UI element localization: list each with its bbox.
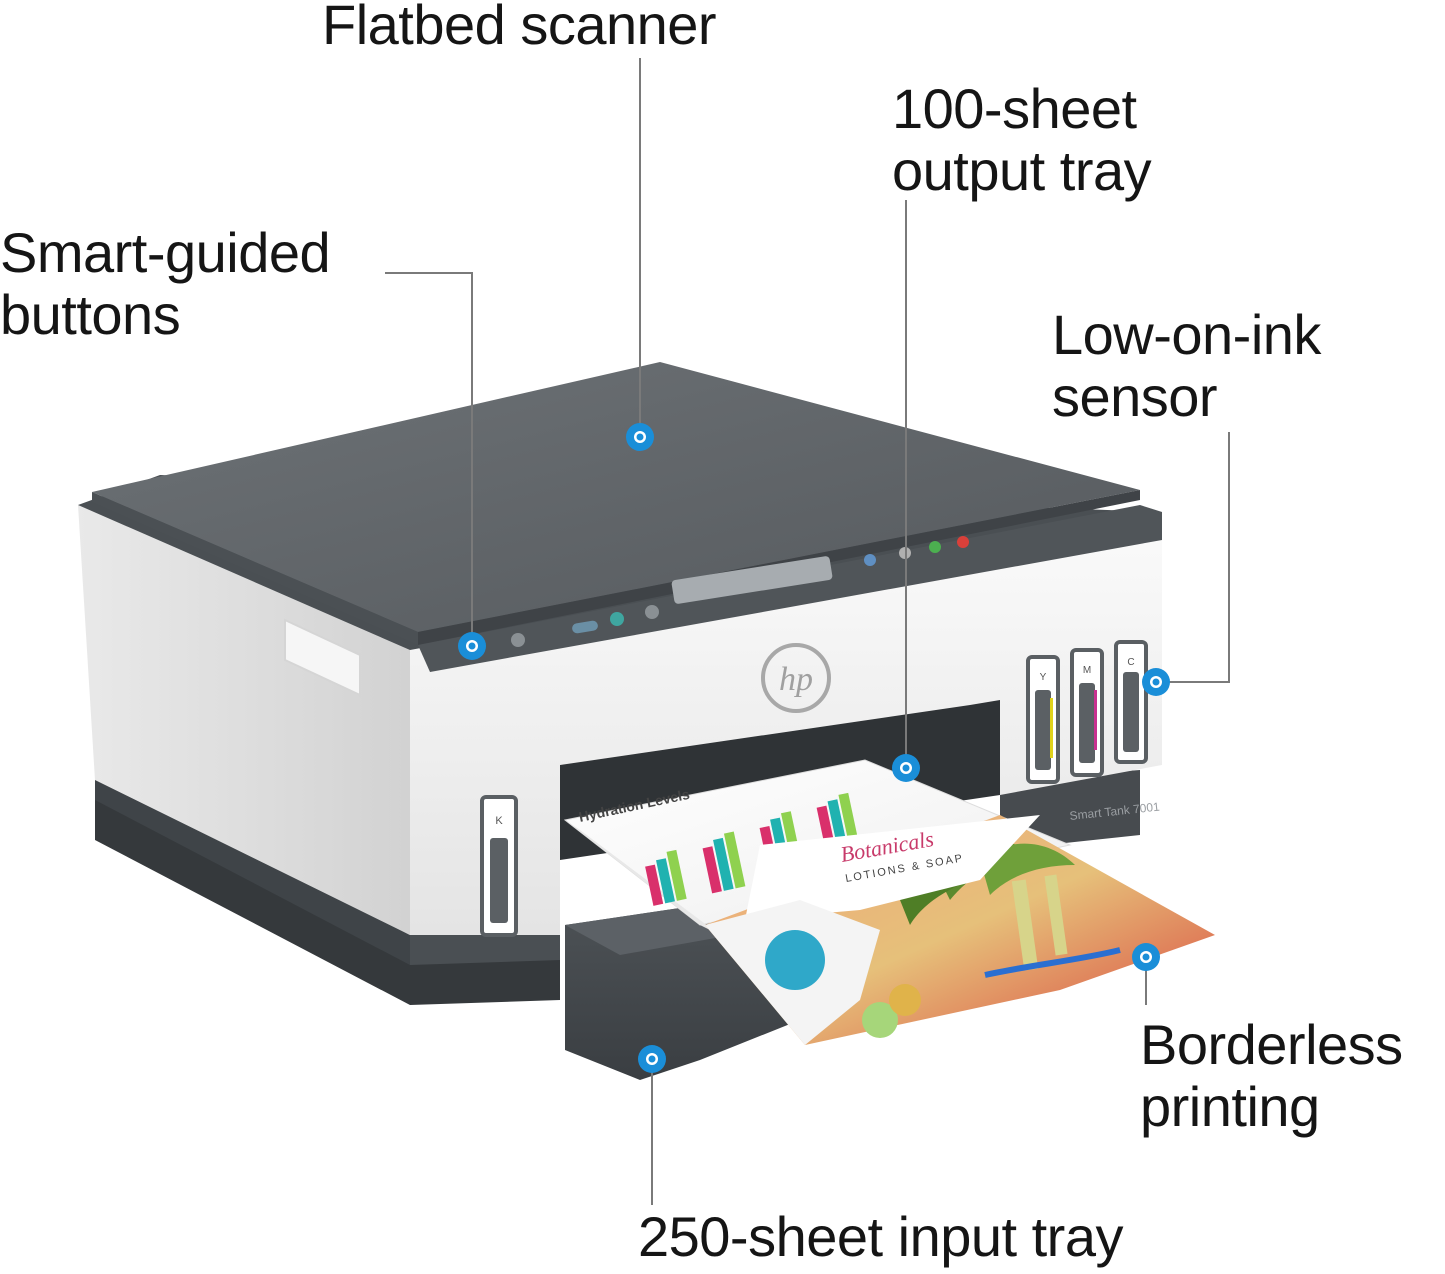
- svg-text:M: M: [1083, 665, 1091, 676]
- control-panel: [418, 505, 1162, 672]
- callout-dots: [458, 423, 1170, 1073]
- label-smart-buttons-line2: buttons: [0, 283, 181, 346]
- label-flatbed-scanner: Flatbed scanner: [322, 0, 717, 56]
- smart-buttons-dot[interactable]: [458, 632, 486, 660]
- printer-base: [95, 770, 1140, 1005]
- label-input-tray-line1: 250-sheet input tray: [638, 1205, 1123, 1268]
- label-input-tray: 250-sheet input tray: [638, 1206, 1123, 1268]
- svg-text:hp: hp: [779, 661, 813, 698]
- label-smart-buttons-line1: Smart-guided: [0, 221, 331, 284]
- ink-tank-k: K: [480, 795, 518, 937]
- svg-text:Y: Y: [1040, 672, 1047, 683]
- label-borderless-printing: Borderless printing: [1140, 1014, 1403, 1138]
- output-tray-dot[interactable]: [892, 754, 920, 782]
- flatbed-scanner-dot[interactable]: [626, 423, 654, 451]
- svg-text:C: C: [1127, 657, 1134, 668]
- leader-lines: [385, 58, 1230, 1205]
- printed-photo-page: Botanicals LOTIONS & SOAP: [705, 815, 1215, 1045]
- label-ink-sensor: Low-on-ink sensor: [1052, 304, 1321, 428]
- label-borderless-line2: printing: [1140, 1075, 1320, 1138]
- ink-tank-y: Y: [1026, 655, 1060, 784]
- ink-tanks: K Y M C: [480, 640, 1148, 937]
- label-ink-sensor-line2: sensor: [1052, 365, 1218, 428]
- svg-text:K: K: [495, 815, 503, 827]
- label-output-tray: 100-sheet output tray: [892, 77, 1152, 202]
- ink-sensor-dot[interactable]: [1142, 668, 1170, 696]
- label-borderless-line1: Borderless: [1140, 1013, 1403, 1076]
- label-smart-buttons: Smart-guided buttons: [0, 221, 331, 346]
- borderless-printing-dot[interactable]: [1132, 943, 1160, 971]
- label-ink-sensor-line1: Low-on-ink: [1052, 303, 1321, 366]
- label-output-tray-line2: output tray: [892, 139, 1152, 202]
- hp-logo: hp: [761, 643, 831, 713]
- label-flatbed-scanner-line1: Flatbed scanner: [322, 0, 717, 56]
- ink-tank-c: C: [1114, 640, 1148, 764]
- label-output-tray-line1: 100-sheet: [892, 77, 1137, 140]
- ink-tank-m: M: [1070, 648, 1104, 777]
- input-tray-dot[interactable]: [638, 1045, 666, 1073]
